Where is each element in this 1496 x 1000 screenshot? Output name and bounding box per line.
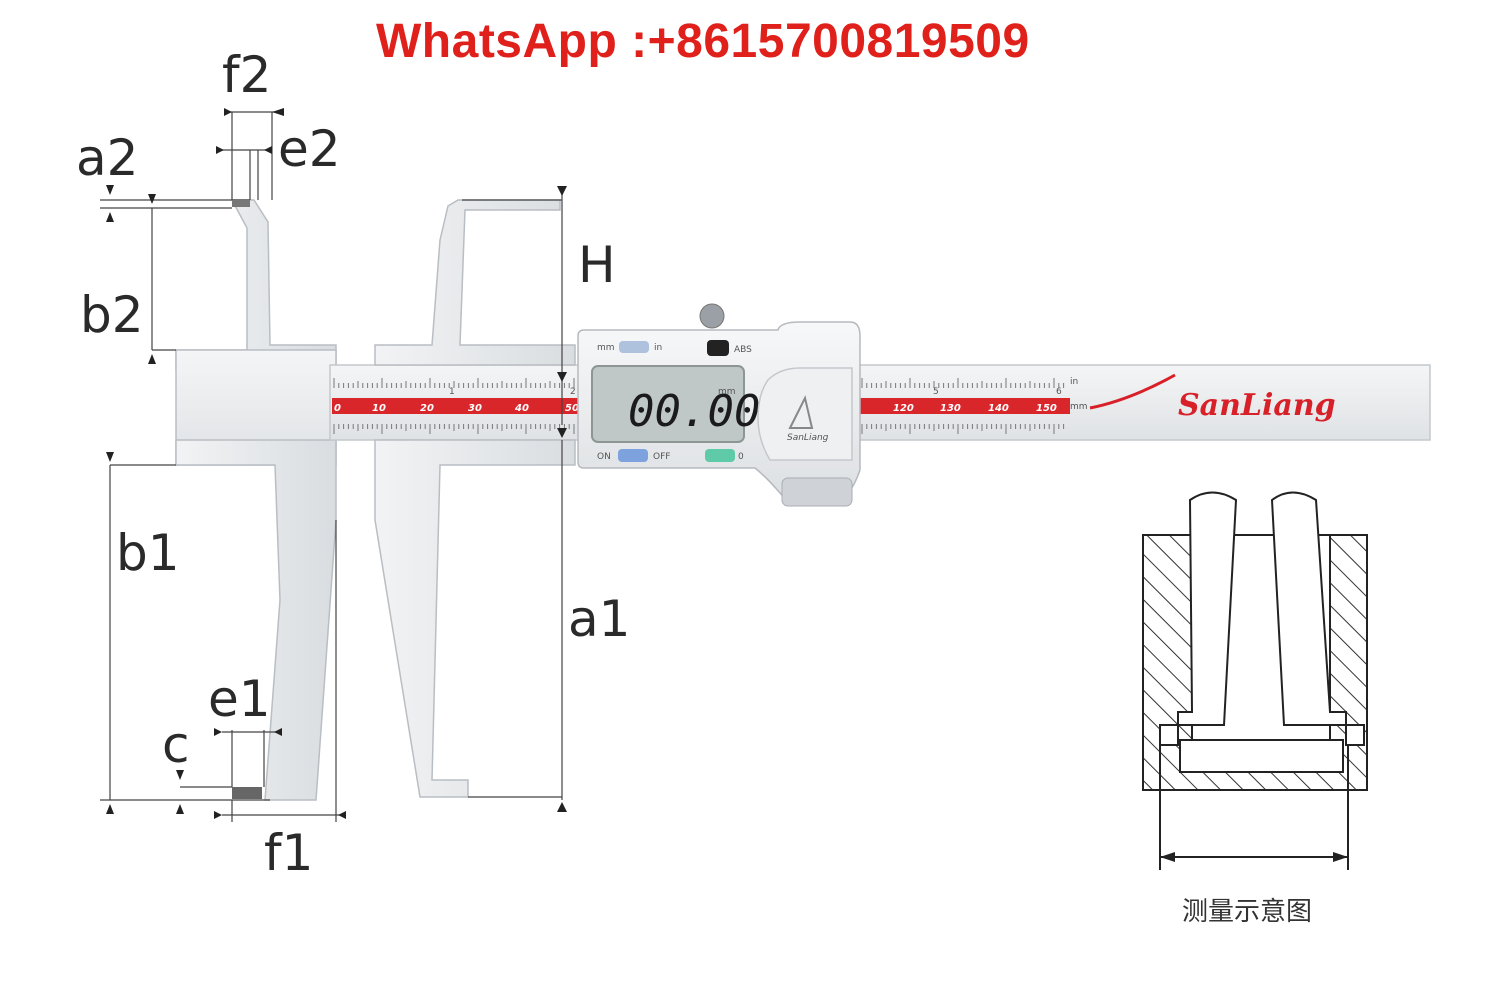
abs-button[interactable] xyxy=(707,340,729,356)
scale-number: 20 xyxy=(420,403,434,414)
dimension-lines xyxy=(100,111,563,822)
digital-display-unit: 00.00 mm mm in ABS ON OFF 0 SanLiang xyxy=(577,303,861,507)
abs-label: ABS xyxy=(734,345,752,355)
mm-label: mm xyxy=(597,343,615,353)
scale-number: 130 xyxy=(940,403,961,414)
scale-number: 30 xyxy=(468,403,482,414)
dim-label-b1: b1 xyxy=(116,524,180,582)
main-scale-strip xyxy=(332,398,580,414)
scale-number: 40 xyxy=(514,403,529,414)
inch-mark: 2 xyxy=(570,387,576,397)
brand-swoosh-icon xyxy=(1089,373,1176,410)
scale-number: 0 xyxy=(334,403,341,414)
right-scale-strip xyxy=(860,398,1070,414)
lcd-reading: 00.00 xyxy=(628,386,760,437)
on-label: ON xyxy=(597,452,611,462)
lcd-screen xyxy=(591,365,745,443)
off-label: OFF xyxy=(653,452,670,462)
unit-in-label: in xyxy=(1070,377,1078,387)
inch-mark: 6 xyxy=(1056,387,1062,397)
dim-label-f1: f1 xyxy=(264,824,313,882)
unit-mm-label: mm xyxy=(1070,402,1088,412)
dimension-arrows xyxy=(106,108,567,819)
inch-mark: 1 xyxy=(449,387,455,397)
measurement-schematic: 测量示意图 xyxy=(1142,491,1368,927)
zero-button[interactable] xyxy=(705,449,735,462)
brand-logo-icon xyxy=(788,395,814,429)
whatsapp-contact-banner: WhatsApp :+8615700819509 xyxy=(376,15,1030,68)
on-off-button[interactable] xyxy=(618,449,648,462)
dim-label-b2: b2 xyxy=(80,286,144,344)
dim-label-e2: e2 xyxy=(278,120,341,178)
sliding-jaw xyxy=(374,199,576,798)
inch-mark: 5 xyxy=(933,387,939,397)
scale-number: 10 xyxy=(372,403,386,414)
caliper-beam: 0 10 20 30 40 50 1 2 120 130 140 150 5 6… xyxy=(329,364,1431,441)
mm-in-button[interactable] xyxy=(619,341,649,353)
dim-label-f2: f2 xyxy=(222,46,271,104)
dim-label-H: H xyxy=(578,236,616,294)
schematic-caption: 测量示意图 xyxy=(1182,897,1312,927)
dim-label-e1: e1 xyxy=(208,670,271,728)
scale-number: 150 xyxy=(1036,403,1057,414)
dim-label-a2: a2 xyxy=(76,129,138,187)
dim-label-c: c xyxy=(162,716,190,774)
scale-number: 50 xyxy=(565,403,579,414)
brand-name: SanLiang xyxy=(1178,388,1336,423)
lcd-unit: mm xyxy=(718,387,736,397)
dim-label-a1: a1 xyxy=(568,590,630,648)
in-label: in xyxy=(654,343,662,353)
lock-screw-icon xyxy=(699,303,725,329)
scale-number: 140 xyxy=(988,403,1009,414)
logo-text: SanLiang xyxy=(787,433,829,443)
zero-label: 0 xyxy=(738,452,744,462)
scale-number: 120 xyxy=(893,403,914,414)
